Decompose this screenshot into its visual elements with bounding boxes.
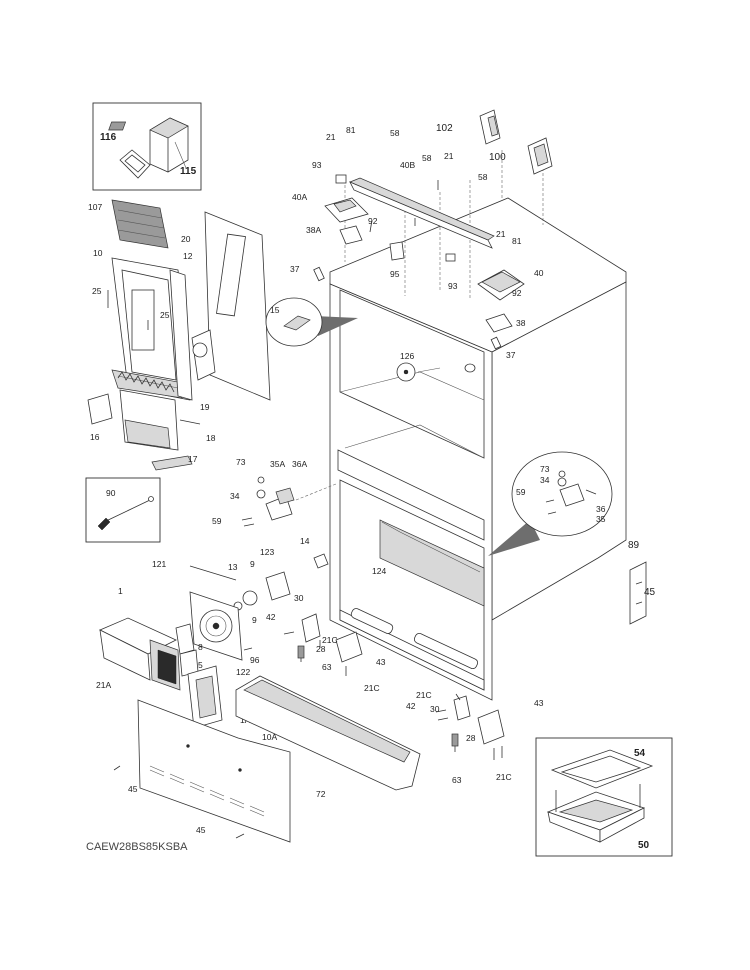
callout-28b: 28 (466, 733, 476, 743)
callout-63a: 63 (322, 662, 332, 672)
callout-115: 115 (180, 166, 197, 177)
callout-9b: 9 (252, 615, 257, 625)
callout-126: 126 (400, 351, 414, 361)
callout-93b: 93 (448, 281, 458, 291)
callout-123: 123 (260, 547, 274, 557)
callout-122: 122 (236, 667, 250, 677)
callout-36a: 36A (292, 459, 307, 469)
lower-panels (113, 675, 421, 843)
callout-63b: 63 (452, 775, 462, 785)
callout-40a: 40A (292, 192, 307, 202)
refrigerator-cabinet (329, 150, 627, 701)
callout-21cb: 21C (364, 683, 380, 693)
callout-81a: 81 (346, 125, 356, 135)
callout-17: 17 (188, 454, 198, 464)
callout-34b: 34 (540, 475, 550, 485)
callout-40b: 40B (400, 160, 415, 170)
callout-8: 8 (198, 642, 203, 652)
callout-81b: 81 (512, 236, 522, 246)
callout-25a: 25 (92, 286, 102, 296)
callout-18: 18 (206, 433, 216, 443)
callout-40: 40 (534, 268, 544, 278)
callout-121: 121 (152, 559, 166, 569)
callout-95: 95 (390, 269, 400, 279)
top-hinge-parts (313, 109, 553, 350)
callout-10a: 10A (262, 732, 277, 742)
callout-93a: 93 (312, 160, 322, 170)
callout-35: 35 (596, 514, 606, 524)
inset-tool-90 (85, 477, 161, 543)
callout-58b: 58 (422, 153, 432, 163)
machine-compartment (99, 565, 363, 729)
callout-100: 100 (489, 152, 506, 163)
callout-45a: 45 (644, 587, 656, 598)
callout-124: 124 (372, 566, 386, 576)
callout-14: 14 (300, 536, 310, 546)
callout-16: 16 (90, 432, 100, 442)
callout-92a: 92 (368, 216, 378, 226)
inset-drawer-frame (535, 737, 673, 857)
left-duct-assembly (87, 199, 271, 471)
callout-19: 19 (200, 402, 210, 412)
callout-13: 13 (228, 562, 238, 572)
callout-5: 5 (198, 660, 203, 670)
callout-50: 50 (638, 840, 650, 851)
callout-73a: 73 (236, 457, 246, 467)
callout-96: 96 (250, 655, 260, 665)
callout-73b: 73 (540, 464, 550, 474)
callout-30a: 30 (294, 593, 304, 603)
callout-21ca: 21C (322, 635, 338, 645)
callout-58c: 58 (478, 172, 488, 182)
callout-59b: 59 (516, 487, 526, 497)
callout-72: 72 (316, 789, 326, 799)
callout-90: 90 (106, 488, 116, 498)
callout-89: 89 (628, 540, 640, 551)
callout-45c: 45 (196, 825, 206, 835)
callout-21cd: 21C (496, 772, 512, 782)
callout-21cc: 21C (416, 690, 432, 700)
zoom-bubble-15 (265, 297, 358, 347)
callout-37a: 37 (290, 264, 300, 274)
inset-filter-housing (92, 102, 202, 191)
part-14 (313, 553, 329, 569)
callout-38: 38 (516, 318, 526, 328)
callout-107: 107 (88, 202, 102, 212)
callout-102: 102 (436, 123, 453, 134)
callout-59a: 59 (212, 516, 222, 526)
callout-37b: 37 (506, 350, 516, 360)
middle-hinge-parts (241, 476, 337, 527)
callout-42a: 42 (266, 612, 276, 622)
callout-45b: 45 (128, 784, 138, 794)
callout-25b: 25 (160, 310, 170, 320)
zoom-bubble-hinge (488, 451, 613, 556)
callout-21c: 21 (496, 229, 506, 239)
callout-20: 20 (181, 234, 191, 244)
callout-12: 12 (183, 251, 193, 261)
callout-21b: 21 (444, 151, 454, 161)
callout-58a: 58 (390, 128, 400, 138)
callout-43a: 43 (376, 657, 386, 667)
callout-15: 15 (270, 305, 280, 315)
lower-right-hinge (435, 693, 505, 760)
callout-1: 1 (118, 586, 123, 596)
callout-21a: 21 (326, 132, 336, 142)
callout-36: 36 (596, 504, 606, 514)
callout-92b: 92 (512, 288, 522, 298)
callout-42b: 42 (406, 701, 416, 711)
callout-34a: 34 (230, 491, 240, 501)
right-bracket-89 (629, 561, 647, 625)
model-code: CAEW28BS85KSBA (86, 841, 188, 853)
callout-35a: 35A (270, 459, 285, 469)
callout-54: 54 (634, 748, 646, 759)
callout-116: 116 (100, 132, 117, 143)
callout-21aa: 21A (96, 680, 111, 690)
callout-30b: 30 (430, 704, 440, 714)
callout-43b: 43 (534, 698, 544, 708)
callout-9a: 9 (250, 559, 255, 569)
callout-28a: 28 (316, 644, 326, 654)
callout-10: 10 (93, 248, 103, 258)
callout-38a: 38A (306, 225, 321, 235)
